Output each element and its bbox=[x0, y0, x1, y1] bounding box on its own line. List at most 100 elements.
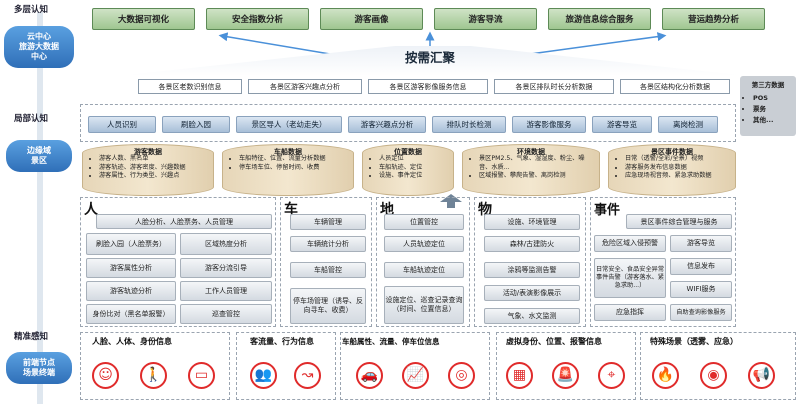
car-section bbox=[280, 197, 372, 327]
third-party-item: POS bbox=[753, 93, 792, 104]
edge-guide-lost[interactable]: 景区导人（老幼走失） bbox=[236, 116, 342, 133]
source-structured: 各景区结构化分析数据 bbox=[620, 79, 730, 94]
car-boat-control[interactable]: 车船管控 bbox=[290, 262, 366, 278]
thing-fire-prevention[interactable]: 森林/古建防火 bbox=[484, 236, 580, 252]
people-attribute-analysis[interactable]: 游客属性分析 bbox=[86, 258, 176, 278]
third-party-item: 票务 bbox=[753, 104, 792, 115]
source-row: 各景区老数识别信息 各景区游客兴趣点分析 各景区游客影像服务信息 各景区排队时长… bbox=[138, 79, 738, 94]
car-vehicle-management[interactable]: 车辆管理 bbox=[290, 214, 366, 230]
crowd-icon: 👥 bbox=[250, 362, 277, 389]
edge-function-panel bbox=[80, 104, 736, 142]
app-trend-analysis[interactable]: 营运趋势分析 bbox=[662, 8, 765, 30]
location-icon: ◎ bbox=[448, 362, 475, 389]
edge-person-recognition[interactable]: 人员识别 bbox=[88, 116, 156, 133]
cylinder-vehicle-data: 车船数据 车船特征、位置、流量分析数据停车场车位、停留时间、收费 bbox=[222, 144, 354, 196]
person-walking-icon: 🚶 bbox=[140, 362, 167, 389]
app-visualization[interactable]: 大数据可视化 bbox=[92, 8, 195, 30]
app-row: 大数据可视化 安全指数分析 游客画像 游客导流 旅游信息综合服务 营运趋势分析 bbox=[92, 8, 792, 32]
cylinder-item: 游客属性、行为类型、兴趣点 bbox=[99, 172, 207, 181]
third-party-title: 第三方数据 bbox=[751, 81, 785, 89]
app-tourist-profile[interactable]: 游客画像 bbox=[320, 8, 423, 30]
land-person-track[interactable]: 人员轨迹定位 bbox=[384, 236, 464, 252]
people-identity-compare[interactable]: 身份比对（黑名单报警） bbox=[86, 304, 176, 324]
cylinder-title: 环境数据 bbox=[517, 148, 545, 156]
cylinder-item: 景区PM2.5、气象、湿湿度、粉尘、噪音、水质... bbox=[479, 155, 593, 172]
arrow-left bbox=[218, 32, 331, 55]
event-header[interactable]: 景区事件综合管理与服务 bbox=[626, 214, 732, 229]
car-parking-management[interactable]: 停车场管理（诱导、反向寻车、收费） bbox=[290, 288, 366, 324]
layer-label-multi: 多层认知 bbox=[14, 5, 49, 15]
thing-graffiti-alert[interactable]: 涂鸦等监测告警 bbox=[484, 262, 580, 278]
people-staff-management[interactable]: 工作人员管理 bbox=[180, 281, 272, 301]
people-flow-guide[interactable]: 游客分流引导 bbox=[180, 258, 272, 278]
cylinder-tourist-data: 游客数据 游客人数、黑名单游客轨迹、游客密度、兴趣数据游客属性、行为类型、兴趣点 bbox=[82, 144, 214, 196]
third-party-panel: 第三方数据 POS 票务 其他... bbox=[740, 76, 796, 136]
land-facility-patrol[interactable]: 设施定位、巡查记录查询（时间、位置信息） bbox=[384, 286, 464, 324]
edge-tour-guide[interactable]: 游客导览 bbox=[592, 116, 652, 133]
third-party-item: 其他... bbox=[753, 115, 792, 126]
edge-interest-point[interactable]: 游客兴趣点分析 bbox=[348, 116, 426, 133]
people-track-analysis[interactable]: 游客轨迹分析 bbox=[86, 281, 176, 301]
source-face-info: 各景区老数识别信息 bbox=[138, 79, 242, 94]
land-vehicle-track[interactable]: 车船轨迹定位 bbox=[384, 262, 464, 278]
cylinder-item: 日常（透警/全彩/全景）视频 bbox=[625, 155, 729, 164]
event-tour-guide[interactable]: 游客导览 bbox=[670, 235, 732, 252]
cylinder-item: 游客人数、黑名单 bbox=[99, 155, 207, 164]
land-location-control[interactable]: 位置管控 bbox=[384, 214, 464, 230]
app-safety-index[interactable]: 安全指数分析 bbox=[206, 8, 309, 30]
thing-section bbox=[474, 197, 586, 327]
car-statistics[interactable]: 车辆统计分析 bbox=[290, 236, 366, 252]
source-image-service: 各景区游客影像服务信息 bbox=[368, 79, 488, 94]
source-interest: 各景区游客兴趣点分析 bbox=[248, 79, 362, 94]
cylinder-environment-data: 环境数据 景区PM2.5、气象、湿湿度、粉尘、噪音、水质...区域报警、攀爬告警… bbox=[462, 144, 600, 196]
id-card-icon: ▭ bbox=[188, 362, 215, 389]
event-safety-alert[interactable]: 日常安全、食品安全异常事件告警（游客落水、紧急求助...） bbox=[594, 258, 666, 298]
event-wifi-service[interactable]: WIFI服务 bbox=[670, 281, 732, 298]
edge-face-entry[interactable]: 刷脸入园 bbox=[162, 116, 230, 133]
cylinder-item: 游客轨迹、游客密度、兴趣数据 bbox=[99, 164, 207, 173]
layer-cloud-center: 云中心 旅游大数据 中心 bbox=[4, 26, 74, 68]
edge-off-post-detect[interactable]: 离岗检测 bbox=[658, 116, 718, 133]
cylinder-title: 景区事件数据 bbox=[651, 148, 693, 156]
people-header[interactable]: 人脸分析、人脸票务、人员管理 bbox=[96, 214, 272, 229]
sense-traffic-title: 客流量、行为信息 bbox=[250, 337, 314, 346]
people-face-entry[interactable]: 刷脸入园（人脸票务） bbox=[86, 233, 176, 255]
phone-signal-icon: ▦ bbox=[506, 362, 533, 389]
people-heat-analysis[interactable]: 区域热度分析 bbox=[180, 233, 272, 255]
app-tourist-flow[interactable]: 游客导流 bbox=[434, 8, 537, 30]
layer-edge-domain: 边缘域 景区 bbox=[6, 140, 72, 172]
layer-label-precise: 精准感知 bbox=[14, 332, 49, 342]
event-char: 事件 bbox=[594, 203, 621, 218]
layer-front-node: 前端节点 场景终端 bbox=[6, 352, 72, 384]
cylinder-item: 应急现场视音频、紧急求助数据 bbox=[625, 172, 729, 181]
sense-special-title: 特殊场景（透雾、应急） bbox=[650, 337, 738, 346]
app-info-service[interactable]: 旅游信息综合服务 bbox=[548, 8, 651, 30]
layer-rail bbox=[37, 12, 43, 404]
sense-virtual-box bbox=[496, 332, 636, 400]
event-self-query[interactable]: 自助查询影像服务 bbox=[670, 304, 732, 321]
layer-label-local: 局部认知 bbox=[14, 114, 49, 124]
edge-function-row: 人员识别 刷脸入园 景区导人（老幼走失） 游客兴趣点分析 排队时长检测 游客影像… bbox=[88, 116, 718, 133]
thing-activity-display[interactable]: 活动/表演影像展示 bbox=[484, 285, 580, 301]
thing-weather-hydrology[interactable]: 气象、水文监测 bbox=[484, 308, 580, 324]
thing-facility-environment[interactable]: 设施、环境管理 bbox=[484, 214, 580, 230]
people-patrol-control[interactable]: 巡查管控 bbox=[180, 304, 272, 324]
people-section bbox=[80, 197, 276, 327]
edge-queue-detect[interactable]: 排队时长检测 bbox=[432, 116, 506, 133]
land-section bbox=[376, 197, 470, 327]
cylinder-item: 游客服务发布信息数据 bbox=[625, 164, 729, 173]
speaker-icon: 📢 bbox=[748, 362, 775, 389]
event-info-publish[interactable]: 信息发布 bbox=[670, 258, 732, 275]
cylinder-item: 人员定位 bbox=[379, 155, 447, 164]
car-icon: 🚗 bbox=[356, 362, 383, 389]
event-emergency-command[interactable]: 应急指挥 bbox=[594, 304, 666, 321]
sense-special-box bbox=[640, 332, 796, 400]
aggregation-title: 按需汇聚 bbox=[404, 49, 455, 65]
event-danger-intrusion[interactable]: 危险区域入侵预警 bbox=[594, 235, 666, 252]
cylinder-item: 区域报警、攀爬告警、离岗检测 bbox=[479, 172, 593, 181]
up-arrow-icon bbox=[440, 194, 462, 208]
edge-image-service[interactable]: 游客影像服务 bbox=[512, 116, 586, 133]
route-icon: ↝ bbox=[294, 362, 321, 389]
arrow-right bbox=[529, 32, 667, 55]
